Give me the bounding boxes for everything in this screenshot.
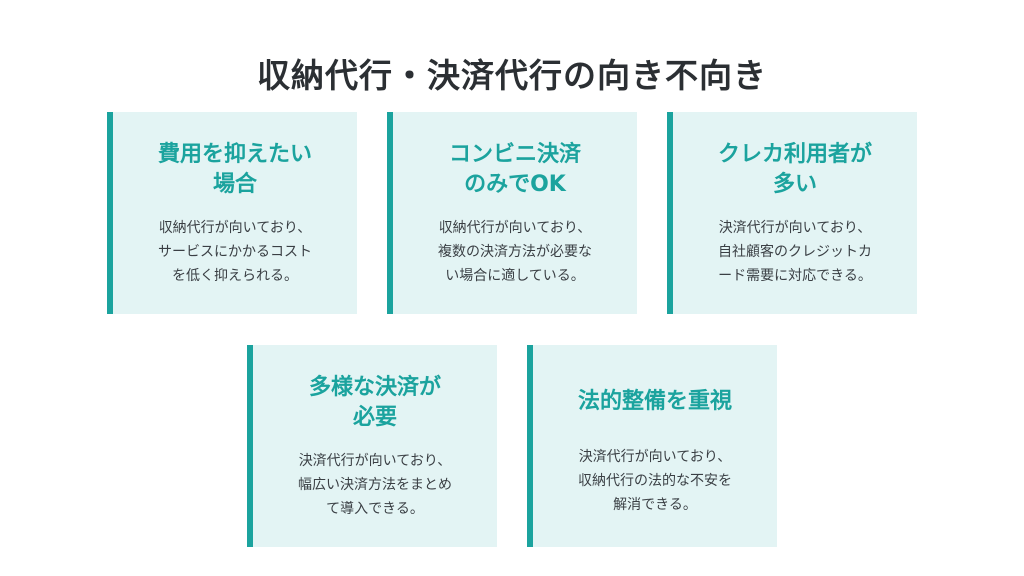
card-description: 決済代行が向いており、 収納代行の法的な不安を 解消できる。 [578,449,732,513]
card-heading: 多様な決済が 必要 [308,375,441,430]
card-diverse-payments: 多様な決済が 必要 決済代行が向いており、 幅広い決済方法をまとめ て導入できる… [247,345,497,547]
card-description: 決済代行が向いており、 幅広い決済方法をまとめ て導入できる。 [298,453,452,517]
card-cost-reduction: 費用を抑えたい 場合 収納代行が向いており、 サービスにかかるコスト を低く抑え… [107,112,357,314]
page-title: 収納代行・決済代行の向き不向き [257,56,767,95]
card-heading: 法的整備を重視 [577,389,732,414]
card-heading: クレカ利用者が 多い [717,142,872,197]
card-heading: コンビニ決済 のみでOK [448,142,581,197]
card-heading: 費用を抑えたい 場合 [157,142,312,197]
card-description: 収納代行が向いており、 サービスにかかるコスト を低く抑えられる。 [158,220,312,284]
card-convenience-store-payment: コンビニ決済 のみでOK 収納代行が向いており、 複数の決済方法が必要な い場合… [387,112,637,314]
card-legal-compliance: 法的整備を重視 決済代行が向いており、 収納代行の法的な不安を 解消できる。 [527,345,777,547]
card-description: 決済代行が向いており、 自社顧客のクレジットカ ード需要に対応できる。 [718,220,872,284]
card-description: 収納代行が向いており、 複数の決済方法が必要な い場合に適している。 [438,220,592,284]
card-credit-card-users: クレカ利用者が 多い 決済代行が向いており、 自社顧客のクレジットカ ード需要に… [667,112,917,314]
